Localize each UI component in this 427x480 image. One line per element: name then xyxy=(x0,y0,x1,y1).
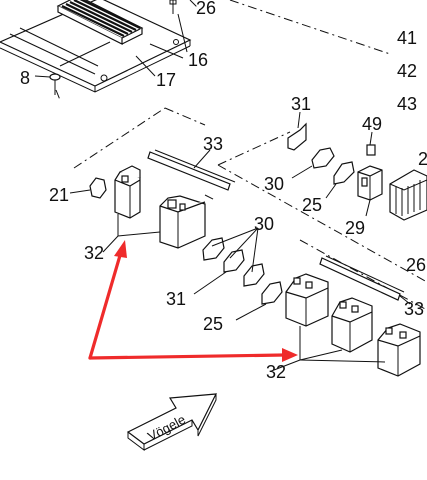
screw-8 xyxy=(34,73,61,95)
label-43: 43 xyxy=(397,94,417,114)
circuit-breaker-32e xyxy=(377,323,421,377)
bracket-30-lower-c xyxy=(243,263,265,287)
label-30-lower: 30 xyxy=(254,214,274,234)
circuit-breaker-32d xyxy=(331,297,373,353)
terminal-strip-2 xyxy=(389,169,427,221)
screw-26 xyxy=(169,0,177,14)
bracket-30-lower-b xyxy=(223,249,245,273)
terminal-block-29 xyxy=(357,165,383,217)
circuit-breaker-32a xyxy=(114,165,141,219)
label-49: 49 xyxy=(362,114,382,134)
label-42: 42 xyxy=(397,61,417,81)
label-26-right: 26 xyxy=(406,255,426,275)
label-2: 2 xyxy=(418,149,427,169)
clip-49 xyxy=(366,131,376,156)
label-31-top: 31 xyxy=(291,94,311,114)
label-32-left: 32 xyxy=(84,243,104,263)
voegele-logo: Vögele xyxy=(126,393,218,451)
label-31-lower: 31 xyxy=(166,289,186,309)
bracket-25-lower xyxy=(261,281,283,305)
label-8: 8 xyxy=(20,68,30,88)
label-32-right: 32 xyxy=(266,362,286,382)
bracket-30-top xyxy=(291,147,335,179)
label-21: 21 xyxy=(49,185,69,205)
bracket-31-top xyxy=(287,111,307,151)
label-16: 16 xyxy=(188,50,208,70)
label-25-lower: 25 xyxy=(203,314,223,334)
label-29: 29 xyxy=(345,218,365,238)
circuit-breaker-32c xyxy=(285,273,329,327)
label-25-top: 25 xyxy=(302,195,322,215)
label-30-top: 30 xyxy=(264,174,284,194)
label-17: 17 xyxy=(156,70,176,90)
heat-sink xyxy=(56,0,144,45)
annotation-arrows xyxy=(88,240,298,362)
circuit-breaker-32b xyxy=(159,195,206,249)
bracket-30-lower-a xyxy=(202,237,225,261)
label-26: 26 xyxy=(196,0,216,18)
din-rail-33-left xyxy=(147,149,236,191)
label-41: 41 xyxy=(397,28,417,48)
end-clamp-21 xyxy=(69,177,107,199)
din-rail-33-right xyxy=(319,255,411,305)
bracket-25-top xyxy=(325,161,355,199)
label-33-right: 33 xyxy=(404,299,424,319)
label-33-left: 33 xyxy=(203,134,223,154)
